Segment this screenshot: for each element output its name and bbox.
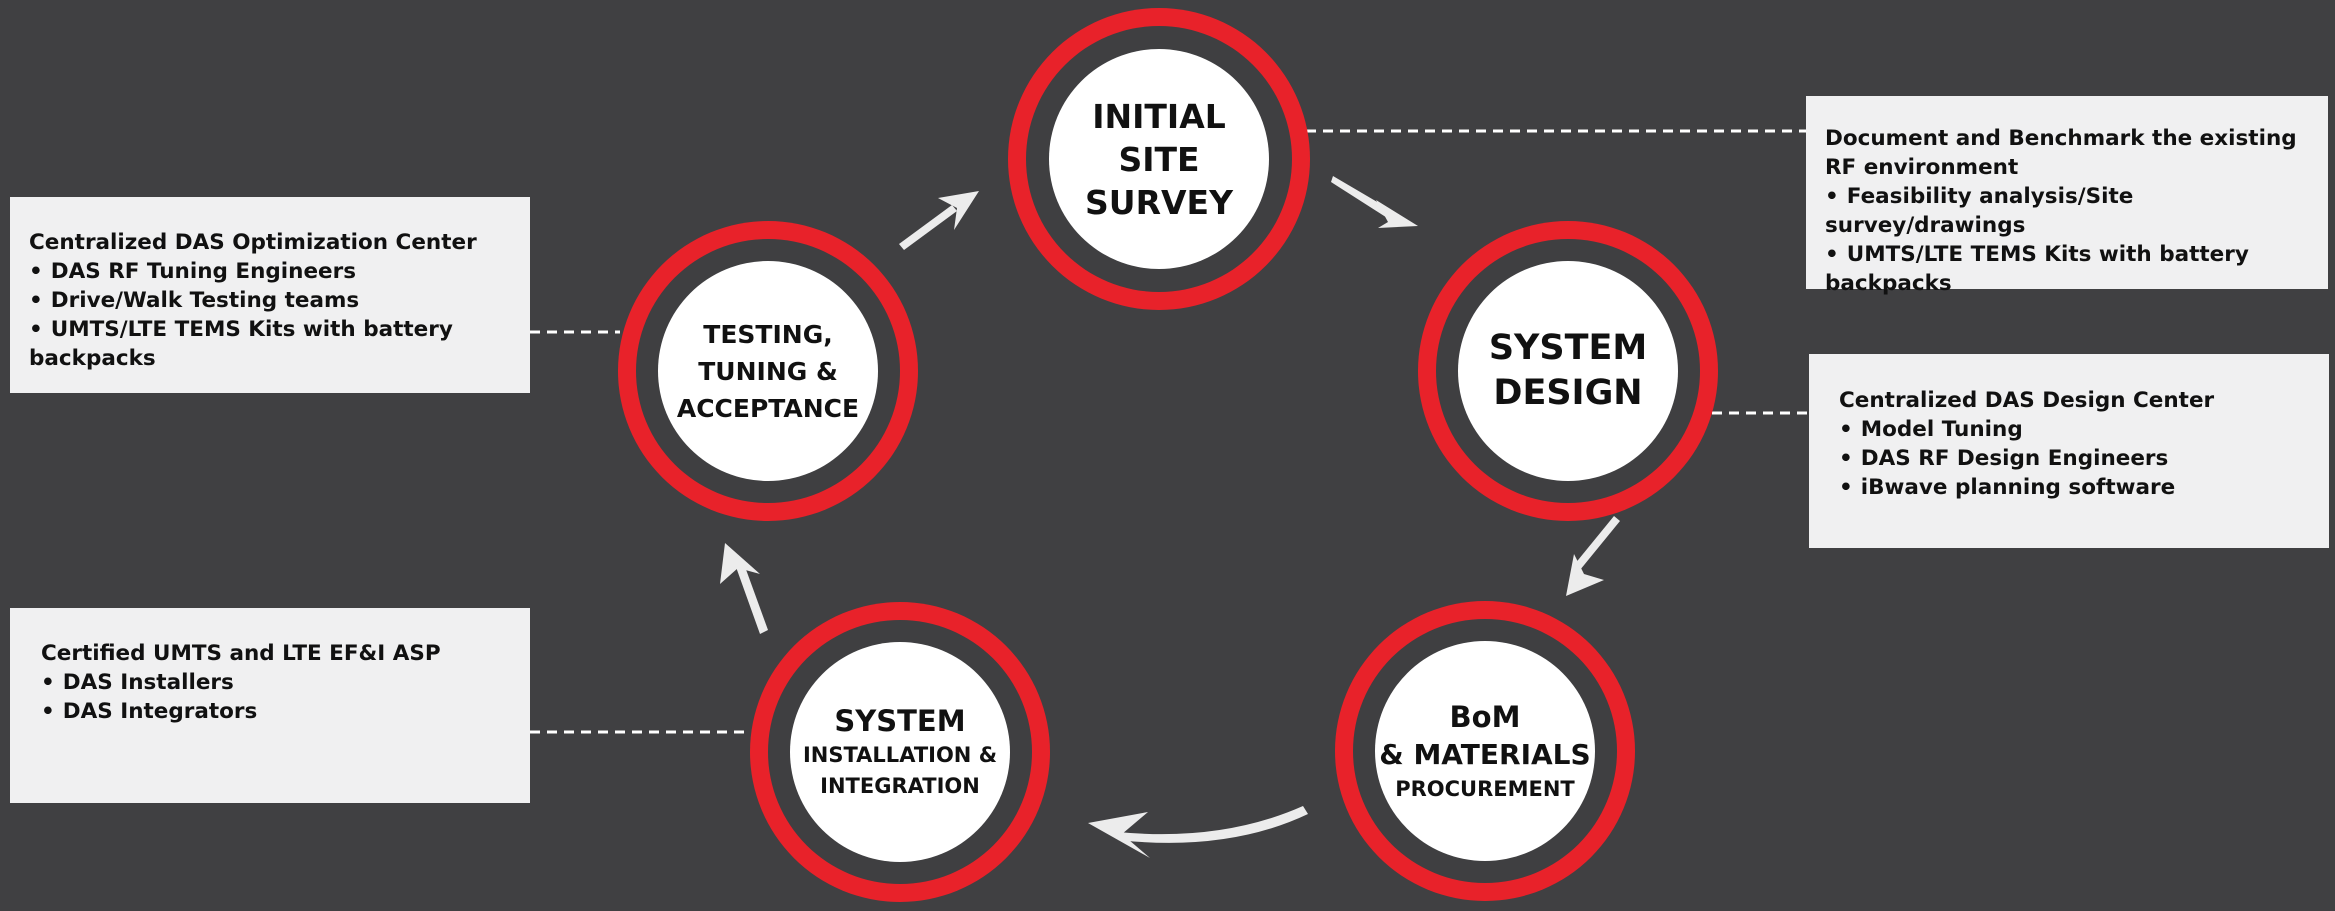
arrow-survey-to-design — [1331, 176, 1418, 228]
detail-title: Certified UMTS and LTE EF&I ASP — [41, 641, 441, 666]
stage-label-line: INITIAL — [1092, 96, 1226, 136]
detail-title: Centralized DAS Design Center — [1839, 388, 2215, 413]
stage-label-line: SITE — [1118, 139, 1200, 179]
detail-list: DAS RF Tuning Engineers Drive/Walk Testi… — [29, 257, 520, 373]
stage-initial-site-survey: INITIAL SITE SURVEY — [1008, 8, 1310, 310]
stage-label-line: ACCEPTANCE — [676, 393, 860, 423]
arrow-installation-to-testing — [720, 543, 768, 634]
list-item: DAS Integrators — [41, 697, 520, 726]
list-item: DAS RF Tuning Engineers — [29, 257, 520, 286]
detail-box-survey: Document and Benchmark the existing RF e… — [1806, 96, 2328, 296]
connector-lines — [530, 129, 1808, 734]
list-item: Model Tuning — [1839, 415, 2317, 444]
list-item: UMTS/LTE TEMS Kits with battery backpack… — [29, 315, 520, 373]
list-item: DAS Installers — [41, 668, 520, 697]
list-item: Drive/Walk Testing teams — [29, 286, 520, 315]
stage-label-line: & MATERIALS — [1379, 738, 1591, 771]
stage-label-line: DESIGN — [1493, 373, 1643, 413]
detail-box-design: Centralized DAS Design Center Model Tuni… — [1809, 354, 2329, 548]
stage-label-line: INSTALLATION & — [802, 743, 998, 767]
list-item: iBwave planning software — [1839, 473, 2317, 502]
stage-label-line: INTEGRATION — [820, 774, 980, 798]
stage-label-line: PROCUREMENT — [1395, 777, 1575, 801]
list-item: DAS RF Design Engineers — [1839, 444, 2317, 473]
arrow-design-to-procurement — [1566, 516, 1620, 596]
stage-label-line: TESTING, — [703, 319, 833, 349]
stage-label-line: SYSTEM — [834, 704, 966, 738]
stage-bom-materials-procurement: BoM & MATERIALS PROCUREMENT — [1335, 601, 1635, 901]
detail-title: Centralized DAS Optimization Center — [29, 230, 477, 255]
stage-label-line: BoM — [1449, 700, 1521, 734]
stage-system-installation-integration: SYSTEM INSTALLATION & INTEGRATION — [750, 602, 1050, 902]
detail-box-installation: Certified UMTS and LTE EF&I ASP DAS Inst… — [10, 608, 530, 803]
stage-label-line: SURVEY — [1085, 182, 1233, 222]
detail-list: Feasibility analysis/Site survey/drawing… — [1825, 182, 2316, 298]
stage-system-design: SYSTEM DESIGN — [1418, 221, 1718, 521]
stage-label-line: SYSTEM — [1488, 328, 1648, 368]
arrow-procurement-to-installation — [1088, 806, 1308, 858]
list-item: UMTS/LTE TEMS Kits with battery backpack… — [1825, 240, 2316, 298]
detail-list: Model Tuning DAS RF Design Engineers iBw… — [1839, 415, 2317, 502]
stage-label-line: TUNING & — [698, 356, 838, 386]
detail-list: DAS Installers DAS Integrators — [41, 668, 520, 726]
stage-testing-tuning-acceptance: TESTING, TUNING & ACCEPTANCE — [618, 221, 918, 521]
detail-box-testing: Centralized DAS Optimization Center DAS … — [10, 197, 530, 393]
arrow-testing-to-survey — [899, 191, 979, 250]
list-item: Feasibility analysis/Site survey/drawing… — [1825, 182, 2316, 240]
detail-title: Document and Benchmark the existing RF e… — [1825, 126, 2297, 180]
flow-arrows — [720, 176, 1620, 858]
